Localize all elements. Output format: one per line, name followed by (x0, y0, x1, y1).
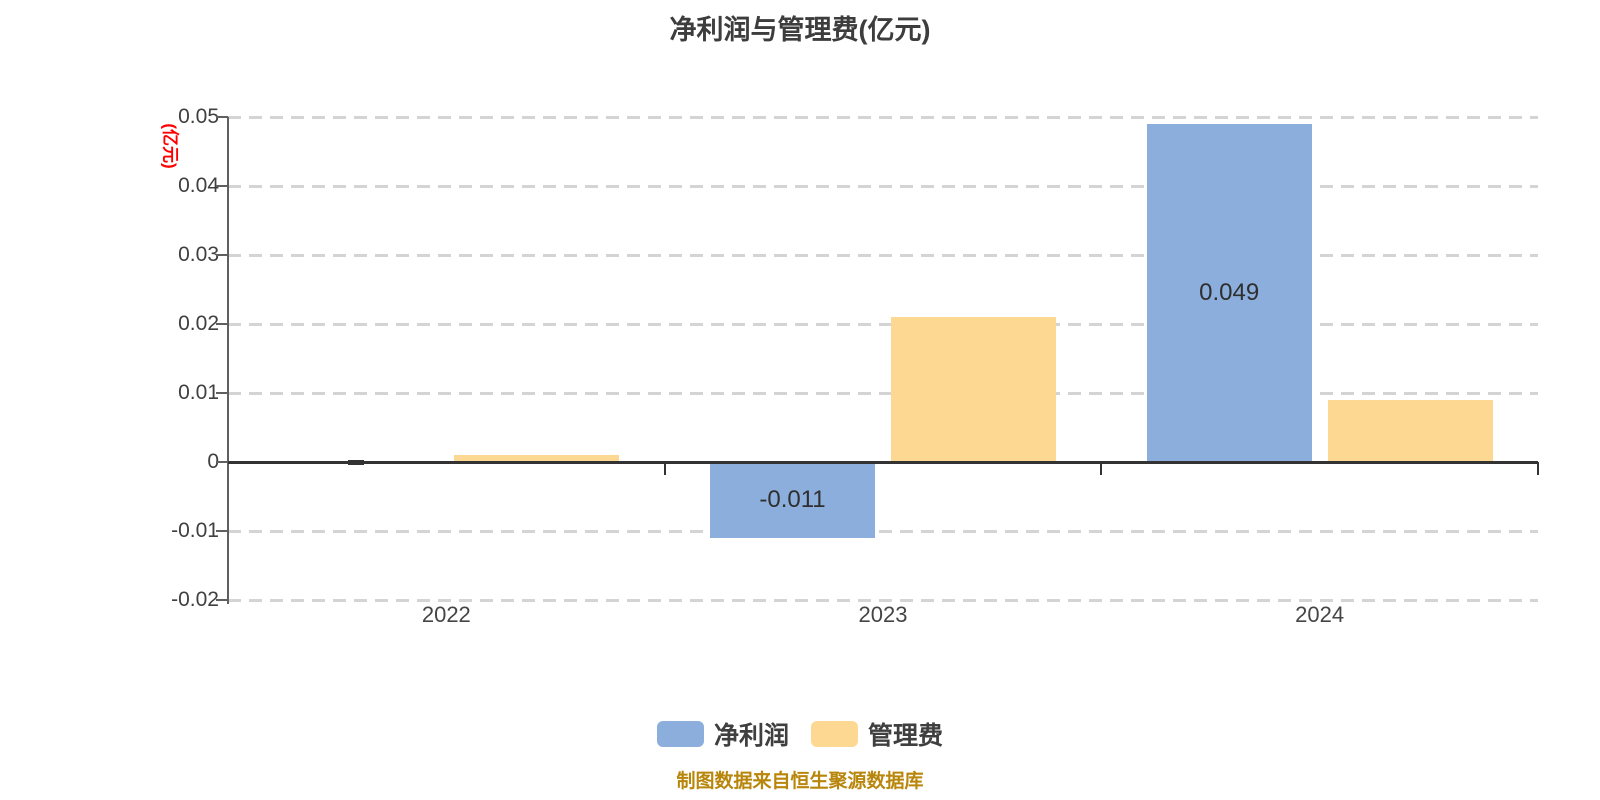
legend-label-管理费: 管理费 (868, 722, 944, 750)
y-axis-label-0.02: 0.02 (178, 312, 219, 335)
legend-swatch-管理费 (811, 721, 858, 747)
bar-label-净利润-2023: -0.011 (759, 485, 826, 513)
gridline--0.01 (228, 530, 1538, 533)
gridline-0.03 (228, 254, 1538, 257)
x-axis-tick-2 (1100, 462, 1103, 475)
y-axis-label-0: 0 (207, 450, 219, 473)
x-axis-label-2024: 2024 (1295, 602, 1345, 627)
x-axis-label-2023: 2023 (858, 602, 908, 627)
y-axis-label-0.05: 0.05 (178, 105, 219, 128)
x-axis-tick-1 (663, 462, 666, 475)
bar-label-净利润-2024: 0.049 (1199, 278, 1260, 306)
gridline-0.04 (228, 185, 1538, 188)
bar-净利润-2023[interactable] (710, 462, 875, 538)
bar-净利润-2024[interactable] (1146, 123, 1312, 462)
y-axis-line (227, 117, 229, 604)
near-zero-bar-mark-净利润-2022 (347, 460, 364, 465)
y-axis-tick-0 (216, 461, 228, 463)
y-axis-label--0.01: -0.01 (171, 519, 219, 542)
gridline--0.02 (228, 599, 1538, 602)
y-axis-tick--0.01 (216, 530, 228, 532)
legend-item-净利润[interactable]: 净利润 (656, 716, 789, 752)
chart-title: 净利润与管理费(亿元) (669, 15, 931, 45)
legend-label-净利润: 净利润 (713, 722, 789, 750)
legend-item-管理费[interactable]: 管理费 (811, 716, 943, 752)
legend-swatch-净利润 (656, 721, 704, 747)
y-axis-tick-0.03 (216, 254, 228, 256)
gridline-0.05 (228, 116, 1538, 119)
gridline-0.01 (228, 392, 1538, 395)
bar-管理费-2022[interactable] (454, 455, 620, 462)
y-axis-label-0.01: 0.01 (178, 381, 219, 404)
legend: 净利润 管理费 (0, 716, 1600, 752)
y-axis-tick-0.01 (216, 392, 228, 394)
bar-管理费-2024[interactable] (1327, 399, 1493, 462)
y-axis-label-0.04: 0.04 (178, 174, 219, 197)
y-axis-tick-0.02 (216, 323, 228, 325)
zero-gridline (228, 461, 1538, 464)
y-axis-label-0.03: 0.03 (178, 243, 219, 266)
x-axis-tick-3 (1537, 462, 1539, 475)
y-axis-tick-0.04 (216, 185, 228, 187)
x-axis-label-2022: 2022 (421, 602, 471, 627)
y-axis-tick--0.02 (216, 599, 228, 601)
y-axis-tick-0.05 (216, 116, 228, 118)
bar-管理费-2023[interactable] (891, 317, 1056, 462)
data-source-note: 制图数据来自恒生聚源数据库 (676, 771, 924, 792)
gridline-0.02 (228, 323, 1538, 326)
y-axis-label--0.02: -0.02 (171, 588, 219, 611)
